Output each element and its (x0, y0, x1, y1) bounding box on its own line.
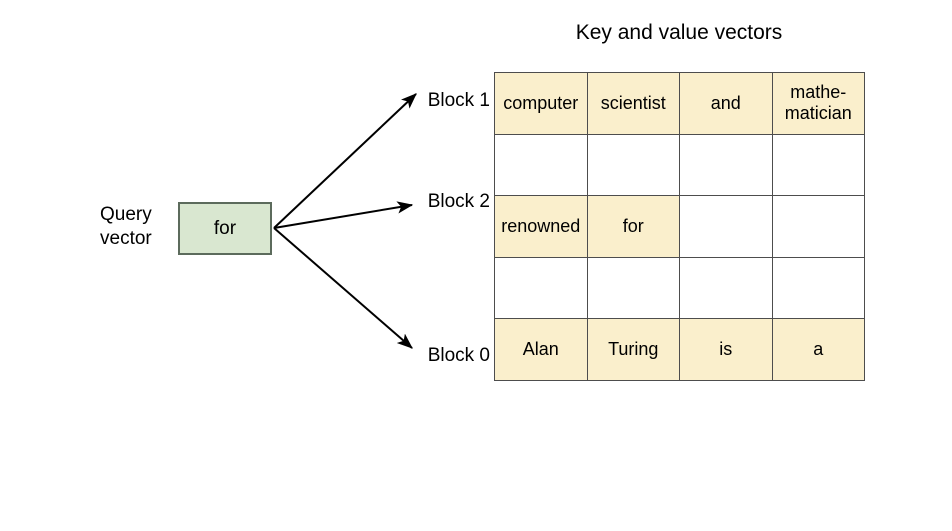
table-row (494, 256, 865, 320)
query-vector-label: Query vector (100, 203, 174, 251)
page-title: Key and value vectors (575, 21, 783, 44)
arrow-to-block-1 (273, 93, 417, 229)
table-cell-r1-c2[interactable] (679, 133, 773, 197)
table-cell-r4-c3[interactable]: a (771, 318, 865, 381)
table-cell-r3-c0[interactable] (494, 256, 588, 320)
table-cell-r4-c1[interactable]: Turing (586, 318, 680, 381)
query-vector-label-line1: Query (100, 204, 152, 225)
query-vector-box[interactable]: for (178, 202, 272, 255)
table-cell-r2-c2[interactable] (679, 195, 773, 258)
table-cell-r1-c3[interactable] (771, 133, 865, 197)
table-cell-r3-c3[interactable] (771, 256, 865, 320)
table-cell-r0-c3[interactable]: mathe-matician (771, 72, 865, 135)
table-cell-r1-c1[interactable] (586, 133, 680, 197)
block-label-1: Block 1 (427, 90, 490, 111)
block-label-0: Block 0 (427, 345, 490, 366)
table-cell-r2-c1[interactable]: for (586, 195, 680, 258)
table-cell-r0-c2[interactable]: and (679, 72, 773, 135)
query-vector-token: for (213, 217, 237, 239)
table-cell-r0-c0[interactable]: computer (494, 72, 588, 135)
table-cell-r4-c2[interactable]: is (679, 318, 773, 381)
block-label-2: Block 2 (427, 191, 490, 212)
arrow-to-block-0 (273, 227, 413, 349)
query-vector-label-line2: vector (100, 228, 152, 249)
arrow-to-block-2 (273, 201, 414, 229)
table-cell-r3-c1[interactable] (586, 256, 680, 320)
table-cell-r3-c2[interactable] (679, 256, 773, 320)
table-row (494, 133, 865, 197)
table-cell-r4-c0[interactable]: Alan (494, 318, 588, 381)
table-cell-r2-c0[interactable]: renowned (494, 195, 588, 258)
table-cell-r1-c0[interactable] (494, 133, 588, 197)
table-cell-r0-c1[interactable]: scientist (586, 72, 680, 135)
table-cell-r2-c3[interactable] (771, 195, 865, 258)
